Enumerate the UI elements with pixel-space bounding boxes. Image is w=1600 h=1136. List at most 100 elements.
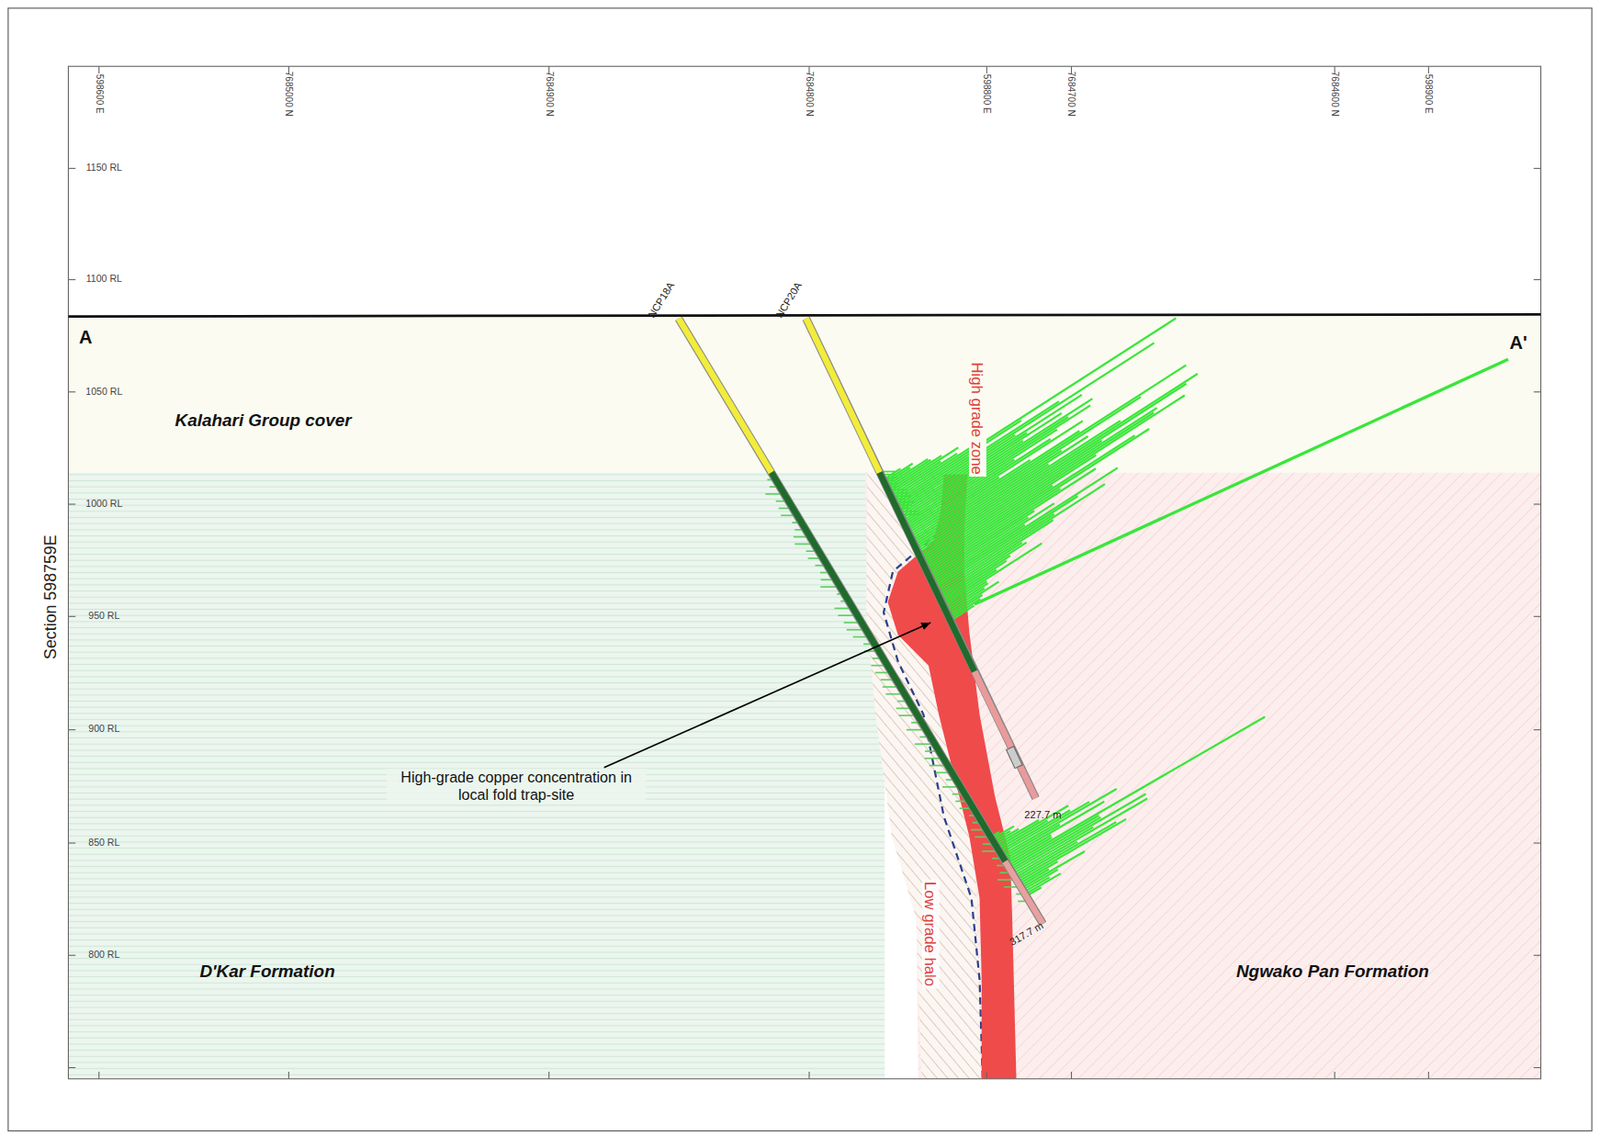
axis-tick: [1334, 1071, 1336, 1080]
assay-spike: [837, 614, 855, 617]
axis-elevation: 1050 RL: [85, 386, 123, 398]
section-end: A': [1507, 332, 1530, 354]
assay-spike: [1007, 716, 1265, 866]
assay-spike: [1025, 873, 1061, 894]
assay-spike: [820, 585, 837, 588]
axis-tick: [98, 1071, 100, 1080]
axis-elevation: 800 RL: [88, 949, 120, 961]
assay-spike: [901, 510, 920, 513]
axis-elevation: 1150 RL: [86, 162, 123, 174]
assay-spike: [906, 729, 924, 732]
assay-spike: [1021, 851, 1085, 889]
formation-name: Ngwako Pan Formation: [1236, 961, 1430, 982]
depth-label: 227.7 m: [1024, 809, 1061, 822]
assay-spike: [934, 467, 1118, 586]
axis-tick: [1428, 1071, 1430, 1080]
axis-tick: [548, 1071, 550, 1080]
axis-tick: [67, 616, 76, 618]
assay-histogram: [765, 318, 1509, 902]
axis-tick: [1533, 391, 1542, 393]
assay-spike: [846, 629, 864, 631]
formation-name: Kalahari Group cover: [175, 410, 352, 431]
axis-tick: [1533, 616, 1542, 618]
axis-coordinate: 598800 E: [981, 74, 992, 114]
assay-spike: [892, 492, 910, 495]
assay-spike: [1011, 794, 1146, 873]
axis-ticks: [67, 66, 1541, 1080]
axis-tick: [1070, 1071, 1072, 1080]
axis-coordinate: 7684600 N: [1329, 71, 1340, 117]
drill-hole: [806, 318, 1037, 799]
axis-tick: [1428, 66, 1430, 74]
assay-spike: [899, 714, 915, 717]
axis-tick: [67, 391, 76, 393]
assay-spike: [794, 543, 812, 546]
axis-tick: [67, 1067, 76, 1069]
assay-spike: [948, 595, 983, 618]
assay-spike: [1017, 819, 1127, 882]
axis-coordinate: 7684900 N: [543, 71, 554, 117]
assay-spike: [942, 786, 958, 789]
assay-spike: [882, 471, 896, 474]
assay-spike: [882, 686, 898, 688]
axis-coordinate: 7684800 N: [803, 71, 814, 117]
assay-spike: [902, 513, 920, 516]
assay-spike: [935, 514, 1055, 591]
axis-tick: [67, 503, 76, 505]
assay-spike: [896, 707, 911, 710]
assay-spike: [914, 743, 933, 745]
assay-spike: [833, 608, 850, 610]
assay-spike: [923, 454, 1096, 565]
assay-spike: [890, 489, 907, 492]
assay-spike: [897, 501, 915, 504]
assay-spike: [981, 850, 997, 853]
assay-spike: [918, 373, 1198, 553]
zone-label: Low grade halo: [922, 879, 940, 989]
axis-coordinate: 598600 E: [93, 74, 104, 114]
ground-surface: [67, 314, 1541, 316]
assay-spike: [1014, 799, 1148, 877]
assay-spike: [974, 359, 1509, 605]
assay-spike: [765, 493, 781, 496]
axis-tick: [986, 66, 988, 74]
dkar-formation: [67, 473, 885, 1080]
axis-tick: [67, 729, 76, 731]
assay-spike: [1016, 822, 1117, 880]
axis-tick: [986, 1071, 988, 1080]
axis-tick: [67, 842, 76, 844]
axis-coordinate: 7685000 N: [283, 71, 294, 117]
axis-elevation: 1100 RL: [86, 273, 123, 285]
axis-tick: [1533, 503, 1542, 505]
section-title: Section 598759E: [41, 534, 60, 659]
zone-label: High grade zone: [969, 360, 987, 477]
assay-spike: [1003, 886, 1018, 889]
axis-tick: [1533, 279, 1542, 281]
callout-leader: [604, 622, 932, 768]
axis-coordinate: 598900 E: [1423, 74, 1434, 114]
formation-name: D'Kar Formation: [199, 961, 335, 982]
axis-tick: [288, 1071, 290, 1080]
axis-elevation: 950 RL: [88, 610, 120, 622]
axis-tick: [1533, 168, 1542, 170]
axis-tick: [1533, 955, 1542, 957]
assay-spike: [898, 504, 912, 507]
axis-elevation: 850 RL: [88, 837, 120, 849]
axis-coordinate: 7684700 N: [1066, 71, 1077, 117]
axis-tick: [67, 955, 76, 957]
assay-spike: [936, 484, 1105, 593]
assay-spike: [929, 765, 946, 767]
outer-border: [8, 8, 1592, 1132]
assay-spike: [997, 878, 1014, 881]
axis-tick: [67, 168, 76, 170]
assay-spike: [883, 473, 896, 476]
assay-spike: [950, 605, 974, 620]
axis-tick: [808, 1071, 810, 1080]
axis-elevation: 900 RL: [88, 724, 120, 736]
plot-frame: [67, 66, 1541, 1080]
drill-hole: [678, 318, 1044, 924]
axis-elevation: 1000 RL: [85, 498, 123, 510]
axis-tick: [67, 279, 76, 281]
axis-tick: [1533, 729, 1542, 731]
assay-spike: [1013, 827, 1094, 875]
